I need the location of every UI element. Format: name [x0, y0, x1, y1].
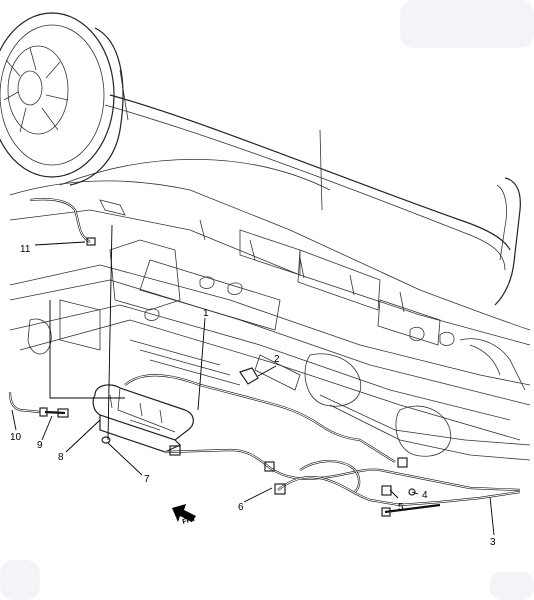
callout-7: 7 [144, 474, 150, 485]
callout-5: 5 [398, 502, 404, 513]
callout-labels: 11 1 2 3 4 5 6 7 8 9 10 [10, 244, 496, 548]
callout-6: 6 [238, 502, 244, 513]
frt-label: FRT [182, 515, 198, 525]
callout-10: 10 [10, 432, 22, 443]
vehicle-body-side [59, 69, 521, 306]
callout-8: 8 [58, 452, 64, 463]
vehicle-underbody [9, 180, 531, 461]
callout-9: 9 [37, 440, 43, 451]
callout-3: 3 [490, 537, 496, 548]
callout-1: 1 [203, 308, 209, 319]
leader-lines [11, 224, 495, 536]
vapor-tubes [8, 198, 521, 514]
callout-2: 2 [274, 354, 280, 365]
tube-fittings [39, 237, 416, 517]
front-arrow-icon [172, 504, 196, 522]
front-direction-indicator: FRT [172, 504, 197, 526]
callout-4: 4 [422, 490, 428, 501]
callout-11: 11 [20, 244, 31, 255]
rear-wheel [0, 12, 124, 186]
